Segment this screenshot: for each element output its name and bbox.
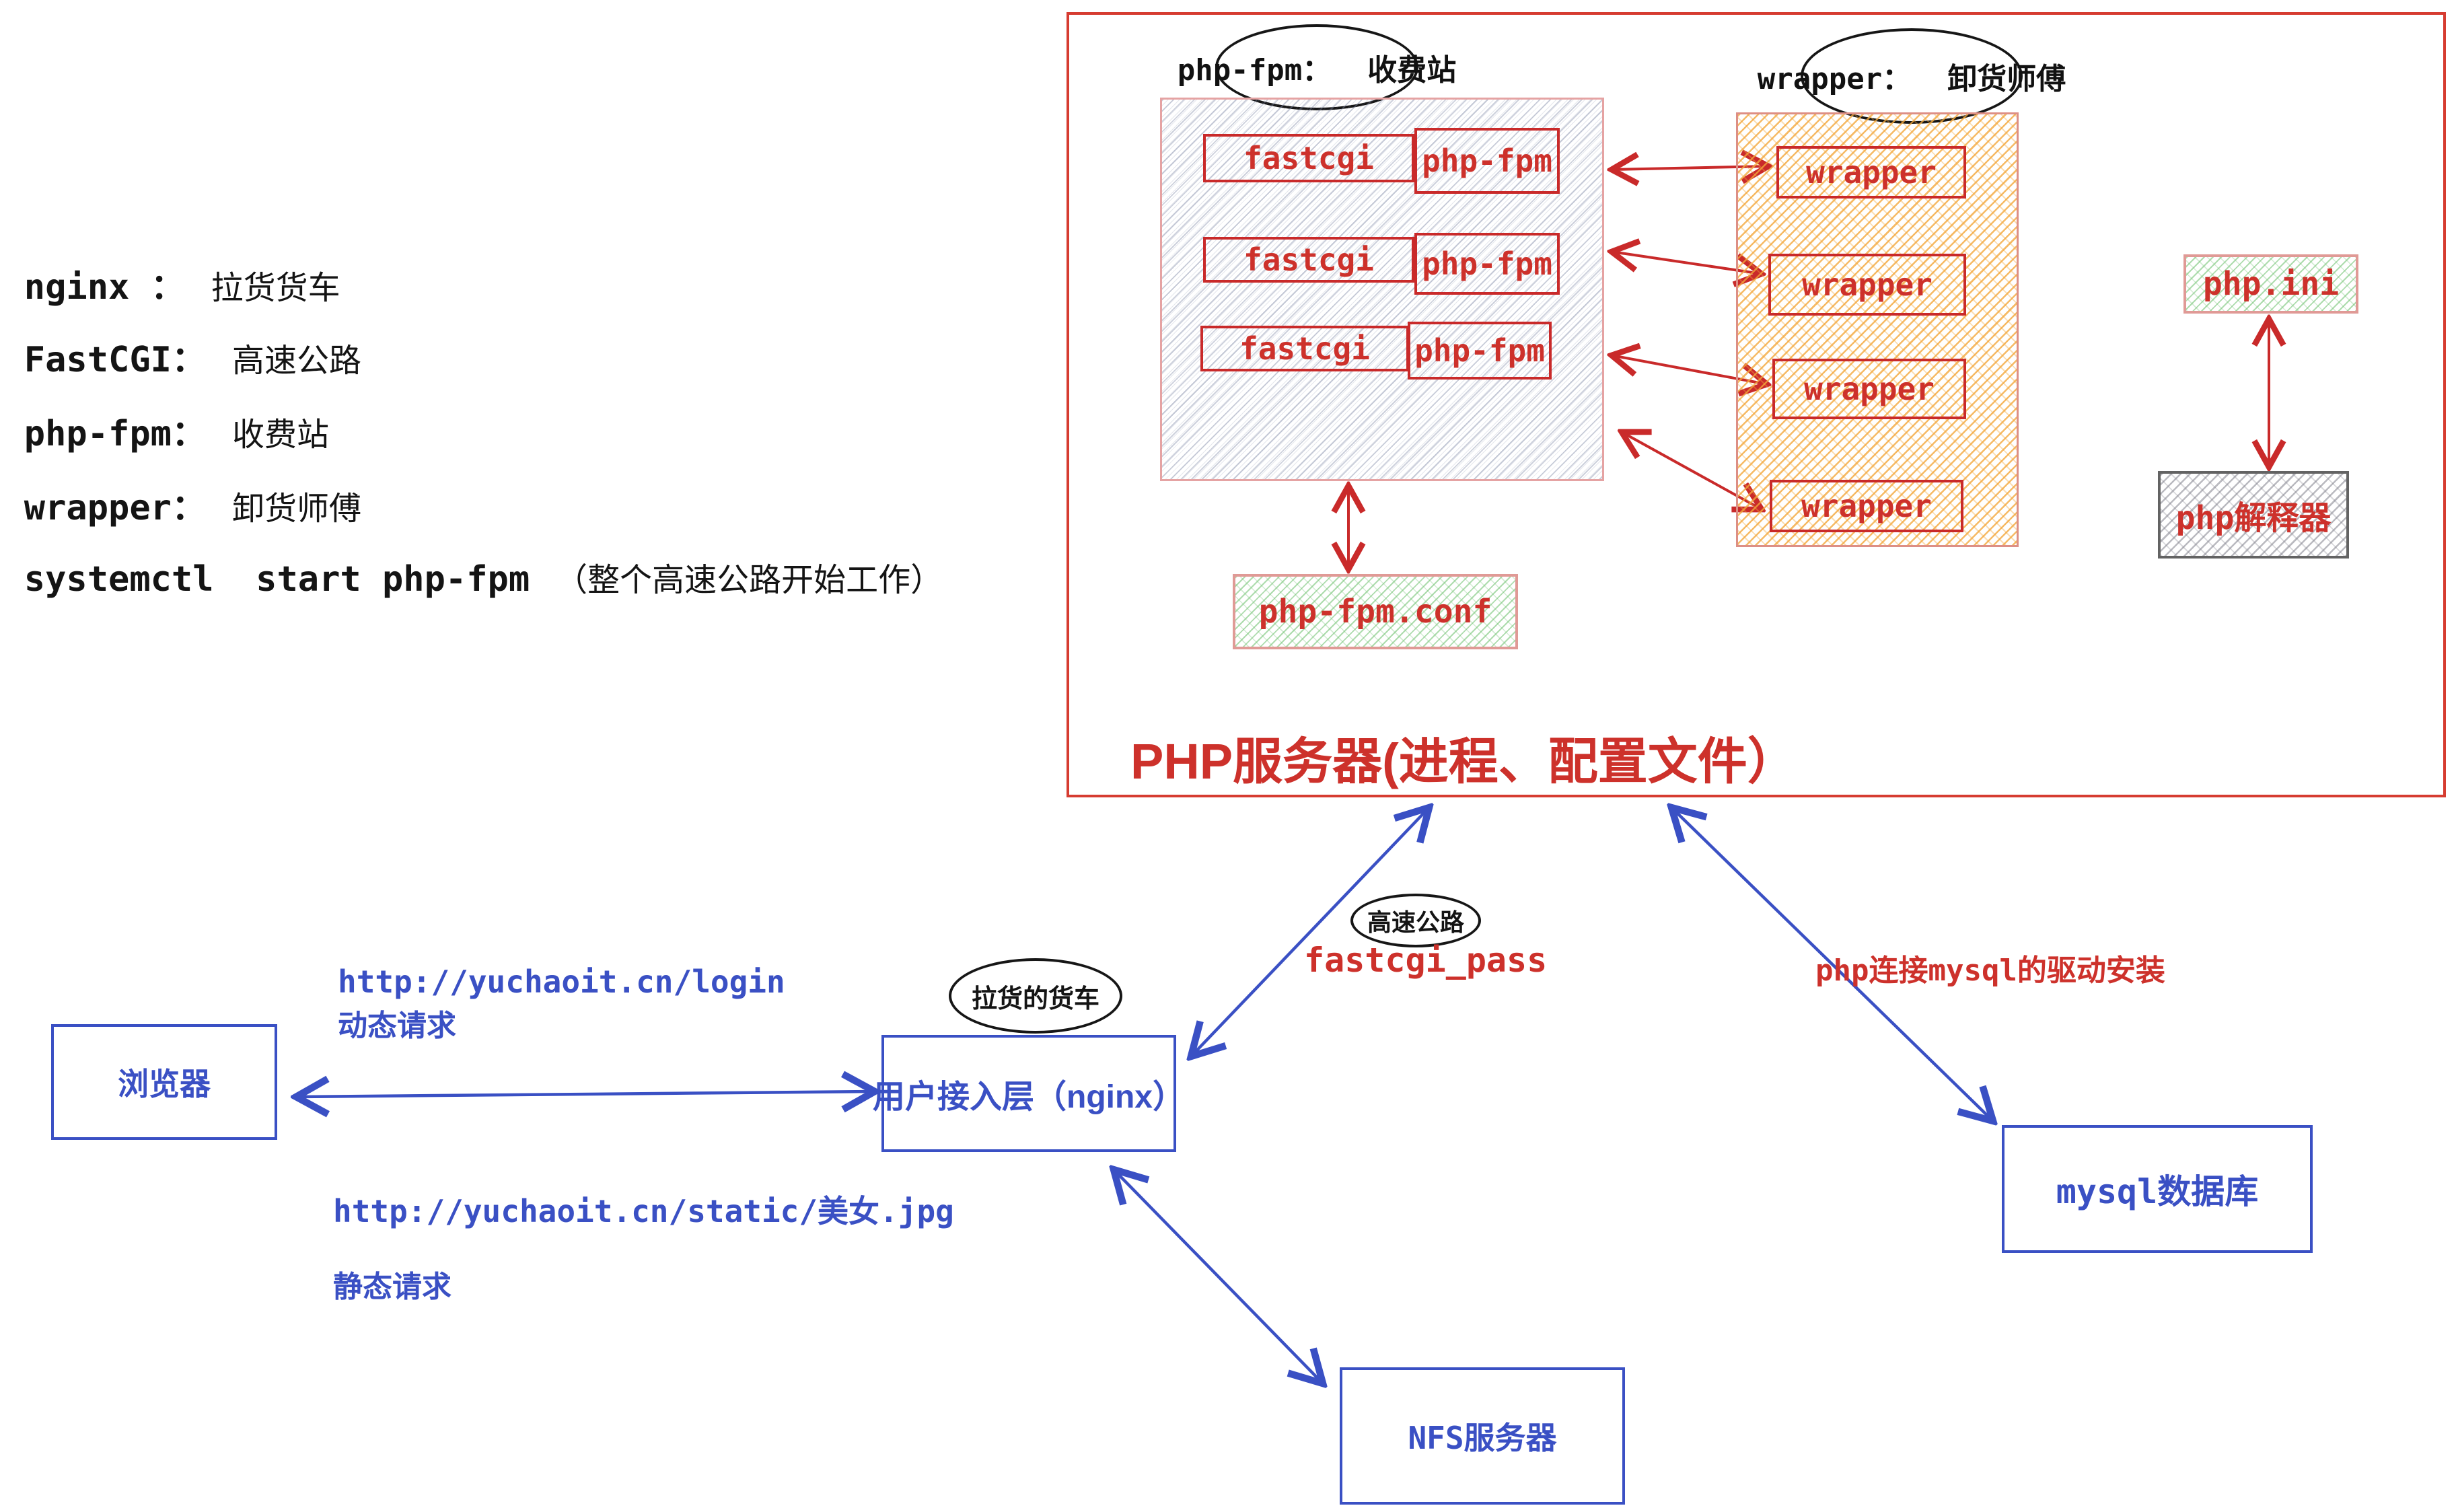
callout-highway-text: 高速公路 — [1367, 908, 1464, 936]
phpfpm-label: php-fpm — [1414, 332, 1545, 369]
legend-line-systemctl: systemctl start php-fpm （整个高速公路开始工作） — [12, 541, 943, 612]
wrapper-box-1: wrapper — [1776, 146, 1966, 199]
php-server-title: PHP服务器(进程、配置文件） — [1130, 733, 1797, 789]
nginx-box: 用户接入层（nginx） — [873, 1035, 1185, 1152]
phpfpm-label: php-fpm — [1422, 246, 1552, 282]
phpfpm-box-2: php-fpm — [1414, 233, 1560, 295]
wrapper-label: wrapper — [1802, 266, 1933, 303]
mysql-label: mysql数据库 — [2056, 1172, 2259, 1211]
php-ini-box: php.ini — [2183, 254, 2358, 314]
wrapper-pool-container — [1736, 112, 2019, 547]
wrapper-label: wrapper — [1804, 371, 1935, 407]
legend-term: nginx ： — [24, 267, 186, 308]
callout-wrapper-text: wrapper： 卸货师傅 — [1757, 62, 2066, 96]
callout-phpfpm-ellipse: php-fpm： 收费站 — [1178, 24, 1456, 110]
wrapper-box-2: wrapper — [1768, 254, 1966, 316]
browser-label: 浏览器 — [118, 1067, 211, 1102]
legend-line-wrapper: wrapper： 卸货师傅 — [12, 467, 361, 542]
fastcgi-box-3: fastcgi — [1200, 326, 1409, 371]
fastcgi-label: fastcgi — [1239, 330, 1370, 367]
callout-wrapper-ellipse: wrapper： 卸货师傅 — [1758, 28, 2066, 124]
php-ini-label: php.ini — [2202, 265, 2340, 303]
dynamic-note-text: 动态请求 — [338, 1009, 456, 1042]
wrapper-label: wrapper — [1806, 154, 1937, 190]
phpfpm-box-3: php-fpm — [1408, 322, 1552, 380]
legend-line-fastcgi: FastCGI： 高速公路 — [12, 319, 361, 394]
legend-term: php-fpm： — [24, 414, 207, 454]
php-server-box — [1067, 12, 2446, 797]
wrapper-box-4: wrapper — [1770, 480, 1963, 532]
nginx-label: 用户接入层（nginx） — [873, 1079, 1185, 1115]
legend-desc: （整个高速公路开始工作） — [555, 563, 943, 598]
php-interpreter-label: php解释器 — [2175, 499, 2332, 537]
callout-truck-text: 拉货的货车 — [971, 984, 1099, 1013]
legend-line-phpfpm: php-fpm： 收费站 — [12, 393, 329, 468]
nfs-box: NFS服务器 — [1340, 1367, 1625, 1505]
arrow-phpserver-mysql — [1671, 807, 1993, 1121]
legend-desc: 卸货师傅 — [231, 491, 361, 527]
arrow-nginx-phpserver — [1191, 807, 1429, 1056]
legend-line-nginx: nginx ： 拉货货车 — [12, 246, 340, 321]
legend-desc: 高速公路 — [231, 343, 361, 379]
phpfpm-label: php-fpm — [1422, 143, 1552, 179]
callout-truck-ellipse: 拉货的货车 — [949, 958, 1122, 1034]
fastcgi-box-1: fastcgi — [1203, 134, 1414, 182]
fastcgi-pool-container — [1160, 98, 1604, 481]
arrow-browser-nginx — [296, 1091, 875, 1097]
wrapper-label: wrapper — [1801, 488, 1932, 524]
callout-phpfpm-text: php-fpm： 收费站 — [1177, 53, 1457, 87]
legend-term: systemctl start php-fpm — [24, 559, 530, 600]
phpfpm-conf-box: php-fpm.conf — [1233, 574, 1518, 649]
fastcgi-pass-text: fastcgi_pass — [1304, 941, 1548, 980]
phpfpm-conf-label: php-fpm.conf — [1258, 593, 1492, 631]
callout-highway-ellipse: 高速公路 — [1350, 894, 1481, 947]
mysql-driver-note-text: php连接mysql的驱动安装 — [1815, 953, 2165, 988]
browser-box: 浏览器 — [51, 1024, 277, 1140]
arrow-nginx-nfs — [1114, 1169, 1323, 1383]
dynamic-url-text: http://yuchaoit.cn/login — [338, 964, 785, 1000]
php-interpreter-box: php解释器 — [2158, 471, 2349, 559]
mysql-box: mysql数据库 — [2002, 1125, 2313, 1253]
phpfpm-box-1: php-fpm — [1414, 128, 1560, 194]
fastcgi-label: fastcgi — [1243, 242, 1374, 278]
static-url-text: http://yuchaoit.cn/static/美女.jpg — [333, 1193, 954, 1229]
legend-desc: 收费站 — [231, 417, 329, 453]
legend-term: FastCGI： — [24, 340, 207, 380]
fastcgi-box-2: fastcgi — [1203, 237, 1414, 283]
legend-desc: 拉货货车 — [211, 271, 340, 306]
static-note-text: 静态请求 — [333, 1270, 452, 1303]
legend-term: wrapper： — [24, 488, 207, 528]
nfs-label: NFS服务器 — [1408, 1420, 1557, 1456]
wrapper-box-3: wrapper — [1772, 359, 1966, 419]
fastcgi-label: fastcgi — [1243, 140, 1374, 176]
